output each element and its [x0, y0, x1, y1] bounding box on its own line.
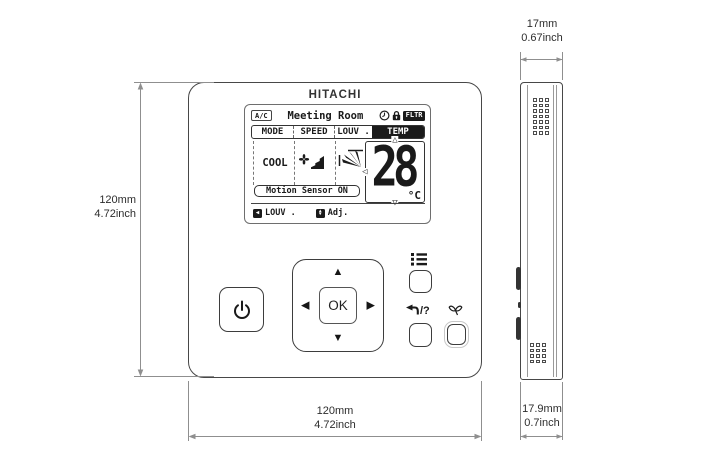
- menu-icon: [411, 253, 427, 266]
- side-back-plate-line: [555, 85, 557, 377]
- lcd-header: A/C Meeting Room FLTR: [251, 109, 425, 122]
- louver-fan-icon: [448, 305, 463, 316]
- column-separator: [294, 141, 295, 185]
- dim-side-top-label: 17mm 0.67inch: [521, 18, 563, 44]
- nav-down-icon: ▼: [332, 332, 344, 344]
- hint-louv-key-icon: ◀: [253, 208, 262, 218]
- temp-left-arrow-icon: ◁: [361, 167, 369, 177]
- louver-button: [444, 321, 469, 348]
- room-name: Meeting Room: [287, 109, 364, 122]
- column-separator: [335, 141, 336, 185]
- hint-adj-label: Adj.: [327, 208, 349, 218]
- back-help-label-group: /?: [405, 304, 430, 317]
- louver-icon: [338, 149, 363, 167]
- nav-left-icon: ◀: [301, 299, 310, 311]
- side-button-dot: [517, 302, 521, 308]
- controller-front-view: HITACHI A/C Meeting Room FLTR: [188, 82, 482, 378]
- side-back-plate-line: [552, 85, 554, 377]
- side-vent-grid-bottom: [530, 343, 546, 363]
- back-help-label: /?: [420, 304, 430, 317]
- power-button: [219, 287, 264, 332]
- tab-temp: TEMP: [372, 126, 424, 138]
- hint-adj-key-icon: ▲ ▼: [315, 208, 325, 218]
- hint-louv-label: LOUV .: [265, 208, 296, 218]
- menu-button: [409, 270, 432, 293]
- side-button-bump: [516, 317, 521, 340]
- filter-badge: FLTR: [403, 110, 425, 121]
- fan-speed-icon: [299, 154, 324, 169]
- tab-louv: LOUV .: [334, 126, 372, 138]
- ok-button: OK: [319, 287, 357, 324]
- nav-right-icon: ▶: [366, 299, 375, 311]
- back-help-button: [409, 323, 432, 347]
- tab-speed: SPEED: [293, 126, 334, 138]
- side-vent-grid-top: [533, 98, 549, 135]
- back-arrow-icon: [406, 304, 419, 315]
- mode-value: COOL: [262, 157, 288, 169]
- lcd-display: A/C Meeting Room FLTR MODE SPEED: [244, 104, 431, 224]
- display-divider: [251, 203, 425, 204]
- nav-pad: ▲ ▼ ◀ ▶ OK: [292, 259, 384, 352]
- tab-bar: MODE SPEED LOUV . TEMP: [251, 125, 425, 139]
- nav-up-icon: ▲: [332, 266, 344, 278]
- tab-mode: MODE: [261, 127, 284, 137]
- ac-badge: A/C: [251, 110, 272, 121]
- dim-front-height-label: 120mm 4.72inch: [94, 194, 136, 220]
- clock-icon: [379, 110, 390, 121]
- dim-side-bottom-label: 17.9mm 0.7inch: [522, 403, 562, 429]
- motion-sensor-badge: Motion Sensor ON: [254, 185, 360, 197]
- power-icon: [233, 300, 250, 319]
- temp-up-arrow-icon: △: [391, 135, 399, 145]
- hint-row: ◀ LOUV . ▲ ▼ Adj.: [253, 208, 348, 218]
- temp-box: △ ▽ ◁ 28 °C: [361, 135, 425, 208]
- temp-value: 28: [371, 135, 420, 200]
- controller-side-view: [520, 82, 563, 380]
- lock-icon: [392, 110, 401, 121]
- temp-unit: °C: [407, 189, 421, 202]
- side-button-bump: [516, 267, 521, 290]
- side-front-edge-line: [527, 85, 528, 377]
- hitachi-logo: HITACHI: [308, 89, 362, 101]
- column-separator: [253, 141, 254, 185]
- dim-front-width-label: 120mm 4.72inch: [314, 405, 356, 431]
